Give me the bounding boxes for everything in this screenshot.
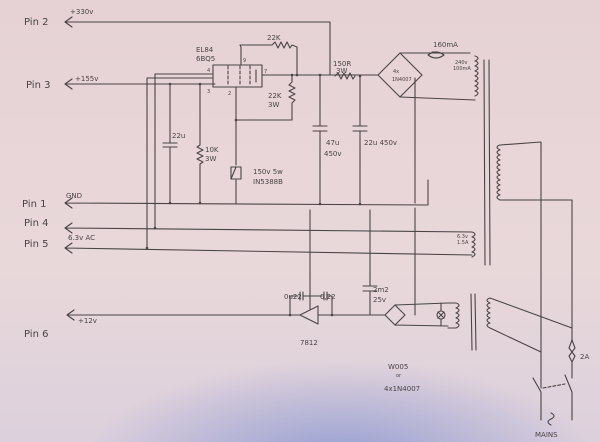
tube-pin-2: 2 — [228, 91, 231, 97]
pin1-label: Pin 1 — [22, 199, 46, 210]
lv-bridge-part: W005 — [388, 363, 408, 371]
hv-fuse-label: 160mA — [433, 41, 458, 49]
pin2-rail — [64, 16, 331, 76]
r10k-power: 3W — [205, 155, 216, 163]
pin2-label: Pin 2 — [24, 17, 48, 28]
hv-winding-voltage: 240v — [455, 60, 468, 66]
heater-winding-voltage: 6.3v — [457, 234, 468, 240]
hv-bridge-part: 1N4007 — [392, 77, 412, 83]
mains-fuse-label: 2A — [580, 353, 589, 361]
r-bottom-value: 22K — [268, 92, 282, 100]
tube-type-1: EL84 — [196, 46, 214, 54]
pin4-label: Pin 4 — [24, 218, 48, 229]
regulator-label: 7812 — [300, 339, 318, 347]
r150-value: 150R — [333, 60, 351, 68]
r-top-value: 22K — [267, 34, 281, 42]
pin5-rail — [64, 231, 476, 258]
r-bottom-power: 3W — [268, 101, 279, 109]
pin6-rail — [66, 207, 573, 353]
hv-bridge — [377, 51, 479, 204]
hv-winding-current: 100mA — [453, 66, 471, 72]
pin4-rail — [64, 222, 473, 234]
tube-pin-7: 7 — [264, 69, 267, 75]
c47-value: 47u — [326, 139, 339, 147]
pin5-label: Pin 5 — [24, 239, 48, 250]
mains-symbol: ~ — [545, 413, 553, 424]
tube-type-2: 6BQ5 — [196, 55, 215, 63]
c2m2-voltage: 25v — [373, 296, 386, 304]
r150-power: 3W — [336, 67, 347, 75]
c22hv-label: 22u 450v — [364, 139, 397, 147]
pin2-voltage: +330v — [70, 8, 93, 16]
lv-bridge-or: or — [396, 373, 402, 379]
pin1-voltage: GND — [66, 192, 82, 200]
c0u22b-label: 0,22 — [320, 293, 336, 301]
pin1-rail — [64, 179, 429, 209]
pin3-label: Pin 3 — [26, 80, 50, 91]
tube-pin-4: 4 — [207, 68, 210, 74]
mains-switch — [532, 339, 576, 426]
zener-part: IN5388B — [253, 178, 283, 186]
zener-rating: 150v 5w — [253, 168, 283, 176]
tube-pin-9: 9 — [243, 58, 246, 64]
c47-voltage: 450v — [324, 150, 342, 158]
hv-bridge-count: 4x — [393, 69, 399, 75]
lv-bridge-alt: 4x1N4007 — [384, 385, 420, 393]
pin3-rail — [64, 73, 216, 249]
pin6-voltage: +12v — [78, 317, 97, 325]
hv-filter — [162, 72, 368, 204]
mains-label: MAINS — [535, 431, 558, 439]
r10k-value: 10K — [205, 146, 219, 154]
pin3-voltage: +155v — [75, 75, 98, 83]
tube-pin-3: 3 — [207, 89, 210, 95]
c22-label: 22u — [172, 132, 185, 140]
c2m2-value: 2m2 — [373, 286, 389, 294]
pin6-label: Pin 6 — [24, 329, 48, 340]
transformer-core — [483, 59, 573, 356]
pin4-voltage: 6.3v AC — [68, 234, 95, 242]
c0u22a-label: 0u22 — [284, 293, 302, 301]
heater-winding-current: 1.5A — [457, 240, 469, 246]
